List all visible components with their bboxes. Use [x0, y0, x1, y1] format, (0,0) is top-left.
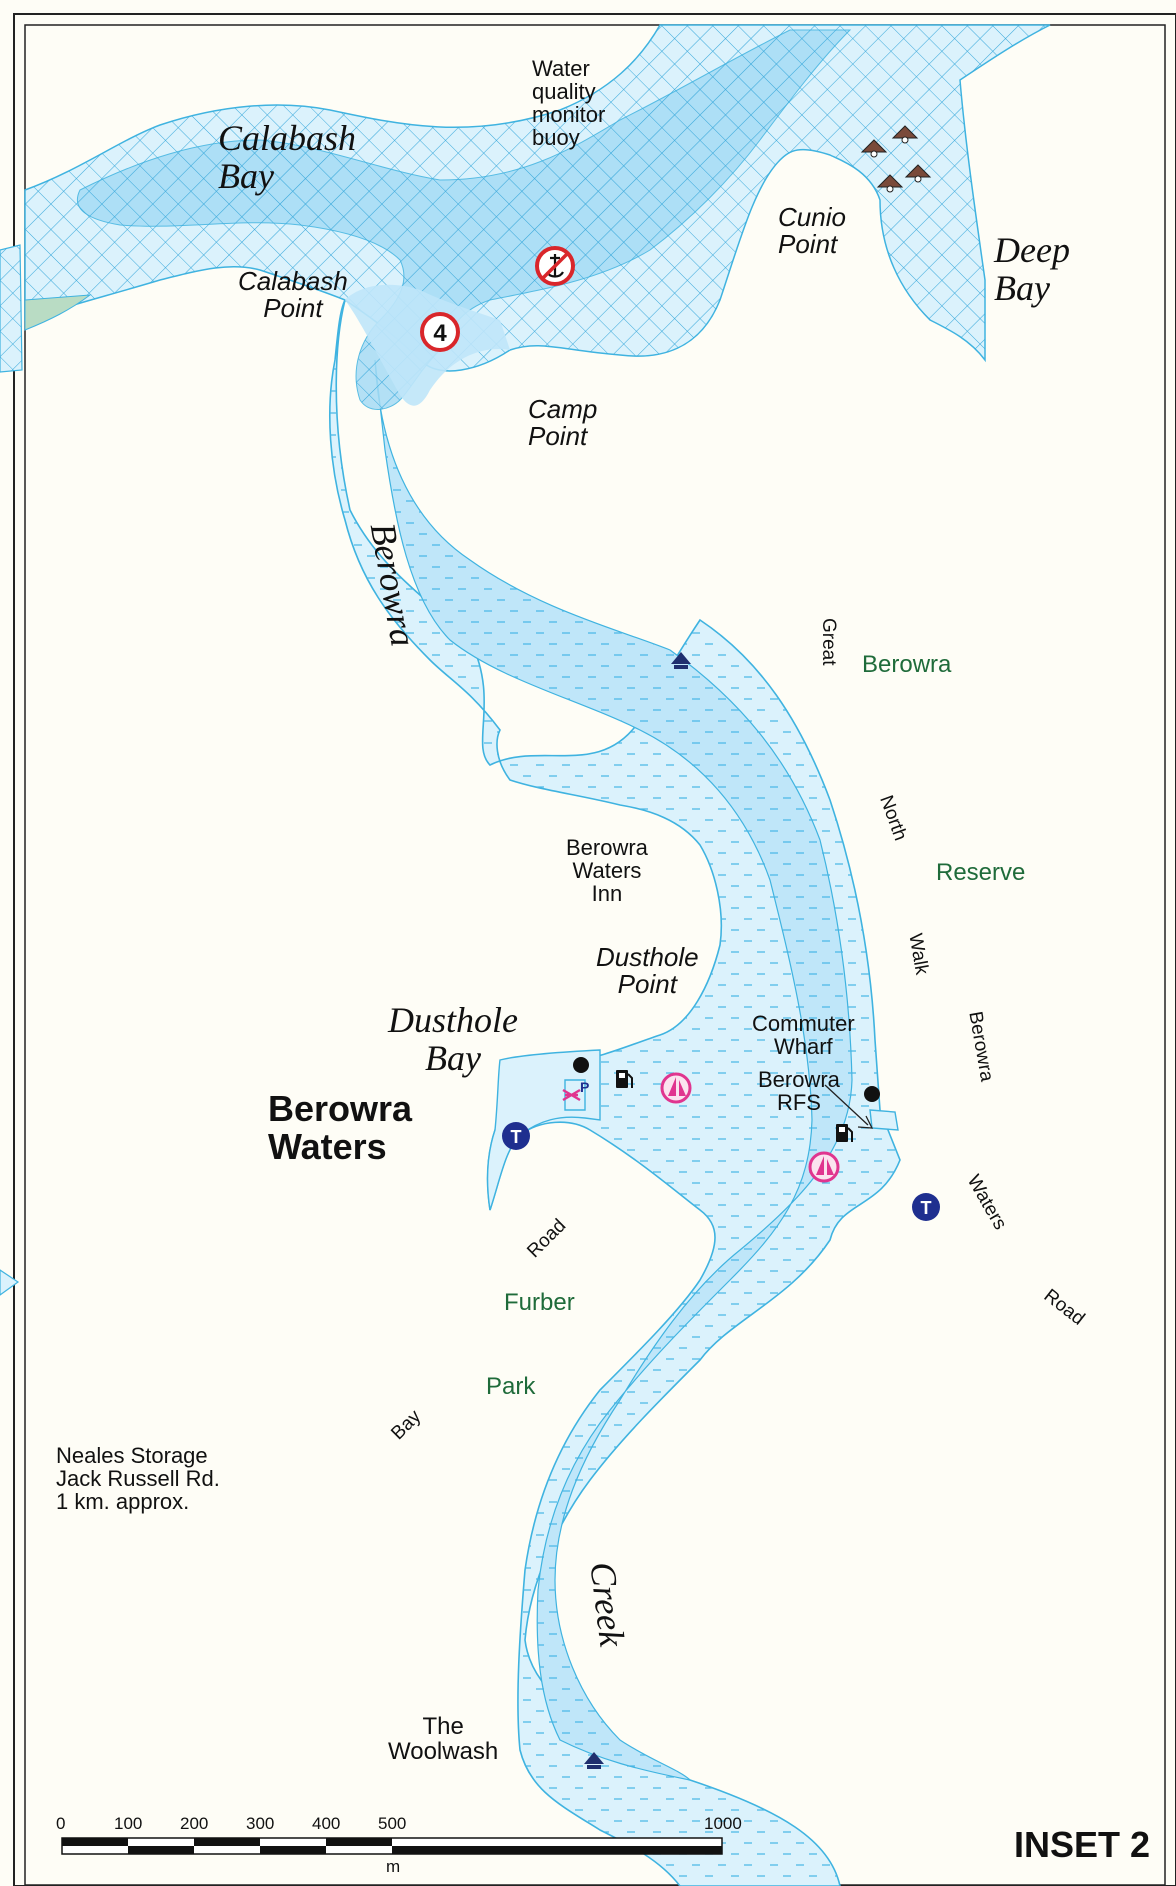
no-anchoring-icon [535, 246, 575, 286]
inset-title: INSET 2 [1014, 1824, 1151, 1865]
scale-tick-300: 300 [246, 1814, 275, 1833]
rfs-pointer-line [824, 1084, 874, 1129]
scale-tick-200: 200 [180, 1814, 209, 1833]
road-label-great: Great [818, 618, 839, 666]
svg-text:T: T [921, 1198, 932, 1218]
scale-tick-500: 500 [378, 1814, 407, 1833]
label-cunio-point: Cunio Point [778, 202, 846, 260]
label-the-woolwash: The Woolwash [388, 1713, 499, 1766]
label-reserve: Reserve [936, 859, 1026, 886]
scale-tick-0: 0 [56, 1814, 66, 1833]
label-berowra-waters: Berowra Waters [268, 1088, 413, 1167]
label-park: Park [486, 1373, 536, 1400]
mooring-icon-lower [584, 1752, 604, 1769]
campsite-icons [860, 125, 932, 193]
speed-limit-sign: 4 [420, 312, 460, 352]
label-furber: Furber [504, 1289, 575, 1316]
label-calabash-bay: Calabash Bay [218, 118, 357, 196]
marina-structures [564, 1079, 899, 1131]
label-berowra-waters-inn: Berowra Waters Inn [566, 835, 648, 907]
fuel-pump-icon-inn [616, 1070, 633, 1088]
marina-icon-rfs [808, 1151, 840, 1183]
commuter-wharf-dot [864, 1086, 880, 1102]
label-berowra-rfs: Berowra RFS [758, 1067, 840, 1116]
inn-wharf-dot [573, 1057, 589, 1073]
label-reserve-berowra: Berowra [862, 651, 952, 678]
boat-ramp-icon [562, 1088, 581, 1102]
scale-tick-1000: 1000 [704, 1814, 742, 1833]
label-camp-point: Camp Point [528, 394, 598, 452]
label-dusthole-bay: Dusthole Bay [388, 1000, 518, 1078]
toilet-icon-right: T [912, 1193, 940, 1221]
scale-tick-100: 100 [114, 1814, 143, 1833]
scale-unit: m [386, 1857, 401, 1876]
label-water-quality-buoy: Water quality monitor buoy [532, 56, 606, 151]
marina-icon-inn [660, 1072, 692, 1104]
mangrove-patch [24, 294, 92, 331]
label-commuter-wharf: Commuter Wharf [752, 1011, 855, 1060]
upper-bay-water [24, 24, 1051, 410]
parking-icon: P [580, 1079, 589, 1095]
label-deep-bay: Deep Bay [994, 230, 1070, 308]
svg-text:T: T [511, 1127, 522, 1147]
fuel-pump-icon-rfs [836, 1124, 853, 1142]
scale-bar [61, 1837, 723, 1855]
svg-text:4: 4 [433, 320, 447, 347]
label-dusthole-point: Dusthole Point [596, 942, 699, 1000]
label-neales-storage: Neales Storage Jack Russell Rd. 1 km. ap… [56, 1443, 220, 1515]
toilet-icon-left: T [502, 1122, 530, 1150]
mooring-icon-upper [671, 652, 691, 669]
label-calabash-point: Calabash Point [238, 266, 348, 324]
scale-tick-400: 400 [312, 1814, 341, 1833]
inner-frame [24, 24, 1166, 1886]
